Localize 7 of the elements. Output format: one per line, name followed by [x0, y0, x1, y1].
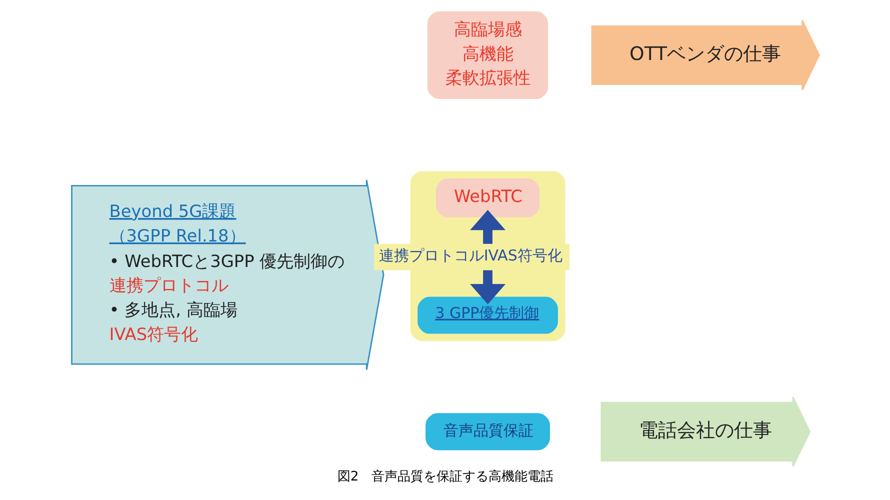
caption: 図2 音声品質を保証する高機能電話 — [336, 470, 554, 485]
node-box: 高臨場感 高機能 柔軟拡張性 — [426, 11, 548, 100]
node-box: WebRTC — [435, 178, 540, 218]
arrow — [470, 210, 505, 304]
node-box: 音声品質保証 — [425, 413, 550, 450]
node-box: 3 GPP優先制御 — [417, 296, 558, 334]
cluster — [410, 171, 565, 342]
